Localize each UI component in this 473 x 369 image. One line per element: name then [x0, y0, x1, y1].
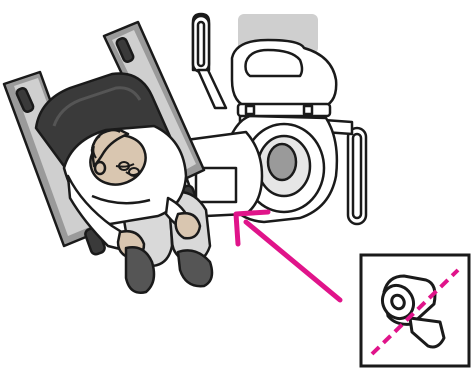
- no-toilet-paper-icon: [361, 255, 469, 366]
- direction-arrow-icon: [236, 212, 340, 300]
